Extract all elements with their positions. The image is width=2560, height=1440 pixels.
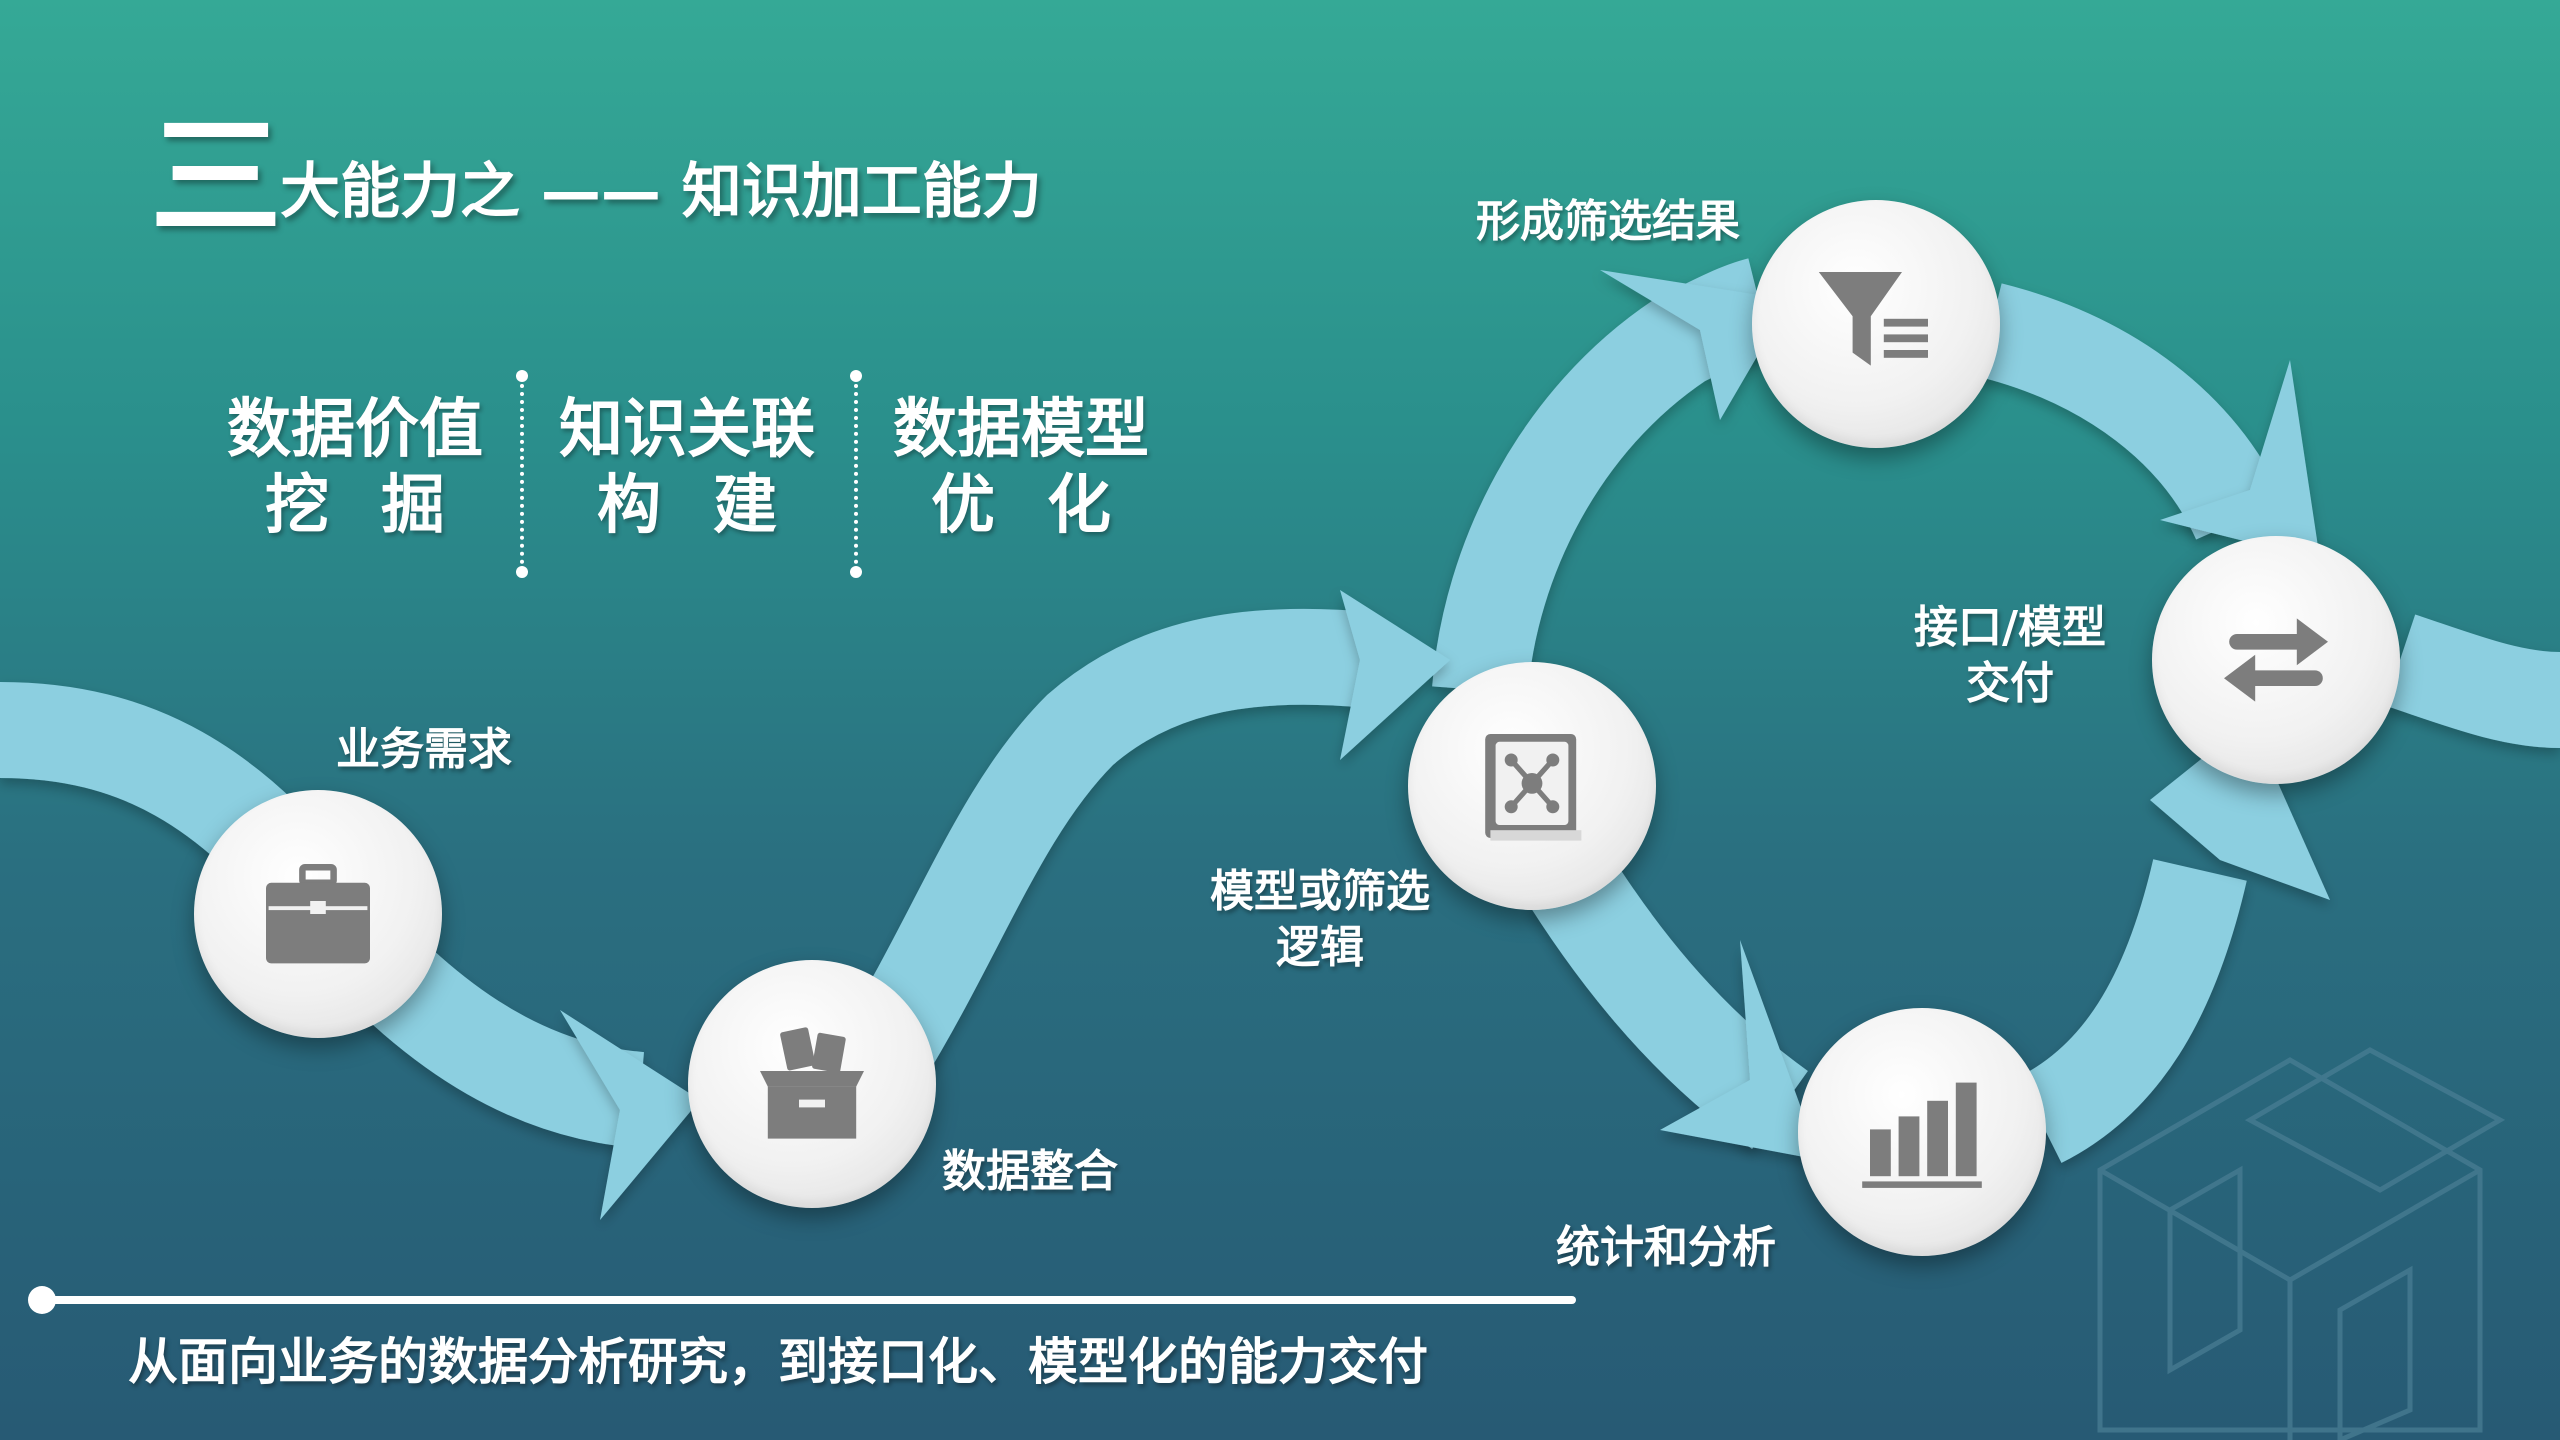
cube-decoration <box>2097 1047 2506 1440</box>
label-interface-line2: 交付 <box>1966 658 2054 709</box>
page-title: 三 大能力之 —— 知识加工能力 <box>150 112 1042 244</box>
label-model-logic-line1: 模型或筛选 <box>1210 866 1430 917</box>
node-model-logic <box>1408 662 1656 910</box>
exchange-arrows-icon <box>2224 618 2328 702</box>
network-book-icon <box>1485 734 1582 841</box>
capability-line1: 知识关联 <box>559 393 815 467</box>
arrow-head-6 <box>2150 720 2330 900</box>
capability-line2: 构建 <box>597 469 829 543</box>
node-business-need <box>194 790 442 1038</box>
label-interface-delivery: 接口/模型 交付 <box>1880 600 2140 712</box>
arrow-head-4 <box>2160 360 2320 560</box>
arrow-head-3 <box>1600 270 1790 420</box>
arrow-band-loop-upper-right <box>1977 283 2284 541</box>
label-model-logic: 模型或筛选 逻辑 <box>1180 864 1460 976</box>
box-documents-icon <box>760 1027 864 1139</box>
arrow-head-2 <box>1340 590 1450 760</box>
capability-line2: 优化 <box>931 469 1163 543</box>
capability-line1: 数据模型 <box>893 393 1149 467</box>
footer-line <box>36 1296 1576 1304</box>
node-interface-delivery <box>2152 536 2400 784</box>
node-data-integration <box>688 960 936 1208</box>
label-interface-line1: 接口/模型 <box>1913 602 2107 653</box>
bar-chart-icon <box>1862 1082 1982 1188</box>
label-filter-result: 形成筛选结果 <box>1476 196 1740 247</box>
capability-data-value: 数据价值 挖掘 <box>220 392 490 544</box>
briefcase-icon <box>266 863 370 964</box>
footer-text: 从面向业务的数据分析研究，到接口化、模型化的能力交付 <box>128 1333 1428 1391</box>
node-filter-result <box>1752 200 2000 448</box>
capability-divider-2 <box>850 370 862 578</box>
label-data-integration: 数据整合 <box>942 1146 1118 1197</box>
funnel-list-icon <box>1818 272 1928 366</box>
capability-knowledge-link: 知识关联 构建 <box>552 392 822 544</box>
label-business-need: 业务需求 <box>336 724 512 775</box>
title-big-char: 三 <box>150 101 282 255</box>
arrow-band-middle <box>839 608 1375 1086</box>
label-statistics: 统计和分析 <box>1556 1222 1776 1273</box>
arrow-band-loop-lower-right <box>2017 858 2247 1163</box>
arrow-head-1 <box>560 1010 700 1220</box>
arrow-band-right-exit <box>2384 614 2560 748</box>
footer-dot <box>28 1286 56 1314</box>
capability-model-optimize: 数据模型 优化 <box>886 392 1156 544</box>
label-model-logic-line2: 逻辑 <box>1276 922 1364 973</box>
node-statistics <box>1798 1008 2046 1256</box>
capability-line1: 数据价值 <box>227 393 483 467</box>
capability-line2: 挖掘 <box>265 469 497 543</box>
arrow-head-5 <box>1660 940 1820 1160</box>
capability-divider-1 <box>516 370 528 578</box>
title-text: 大能力之 —— 知识加工能力 <box>280 157 1042 227</box>
